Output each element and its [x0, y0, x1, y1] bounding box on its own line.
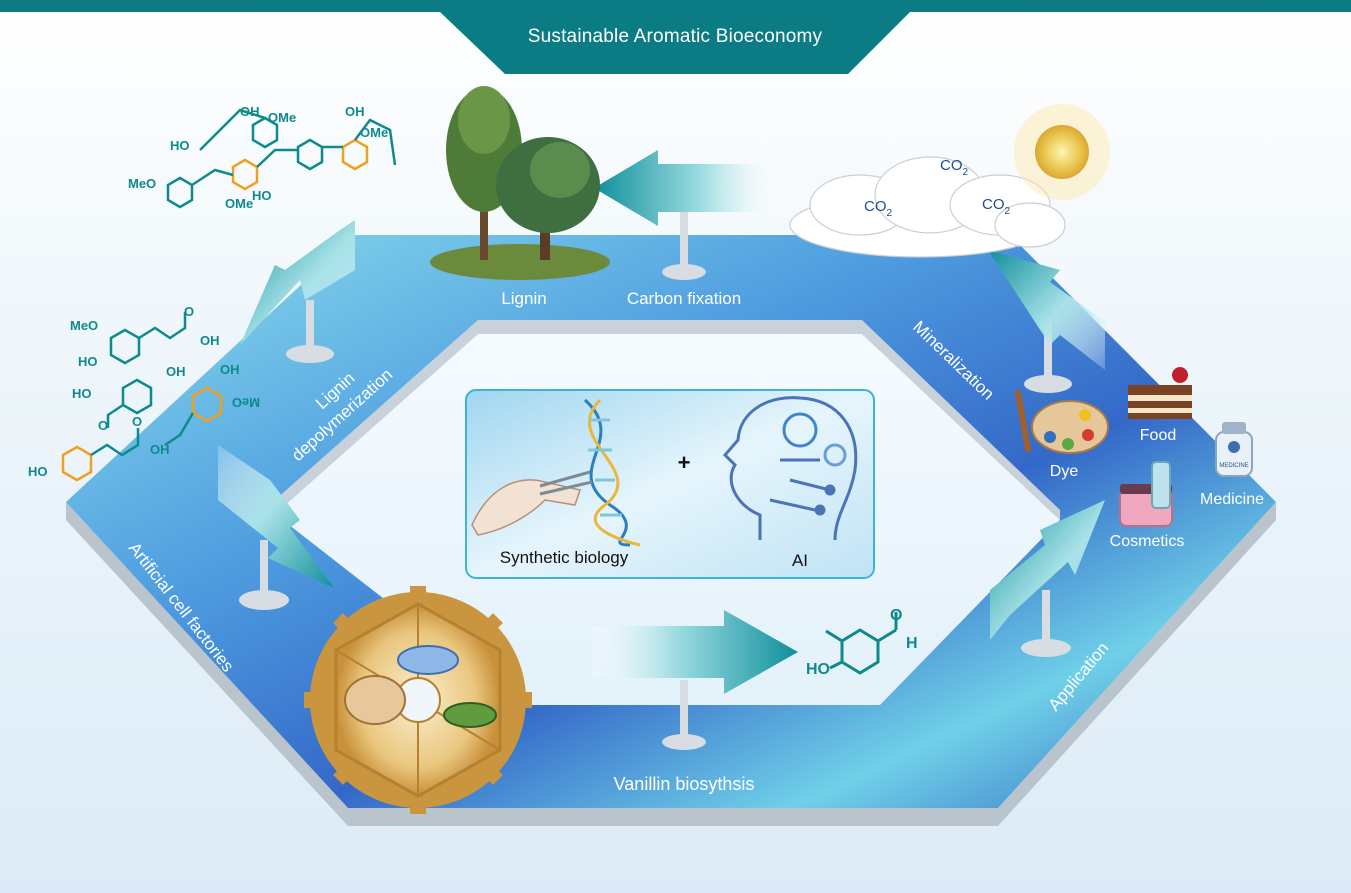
cosmetics-icon [1119, 461, 1173, 527]
monomer-meo-label: MeO [70, 318, 98, 333]
monomer-oh-label-4: OH [220, 362, 240, 377]
arrow-lignin-depolymerization [240, 220, 355, 363]
lignin-oh-label-2: OH [345, 104, 365, 119]
cake-icon [1128, 367, 1192, 419]
lignin-polymer-molecule [166, 108, 397, 209]
label-medicine: Medicine [1200, 491, 1264, 508]
monomer-o-label-1: O [184, 304, 194, 319]
label-food: Food [1140, 427, 1176, 444]
medicine-bottle-icon: MEDICINE [1215, 422, 1253, 477]
lignin-ome-label-2: OMe [360, 125, 388, 140]
lignin-ho-label-1: HO [170, 138, 190, 153]
lignin-ome-label-1: OMe [268, 110, 296, 125]
vanillin-ho-label: HO [806, 661, 830, 678]
plus-sign: + [678, 450, 691, 475]
trees-icon [430, 86, 610, 280]
monomer-o-label-2: O [98, 418, 108, 433]
arrow-carbon-fixation [594, 150, 776, 280]
label-carbon-fixation: Carbon fixation [627, 289, 741, 308]
lignin-oh-label-1: OH [240, 104, 260, 119]
sun-icon [1014, 104, 1110, 200]
vanillin-o-label: O [890, 607, 902, 624]
label-cosmetics: Cosmetics [1110, 533, 1185, 550]
palette-icon [1014, 389, 1109, 454]
arrow-application [990, 500, 1105, 657]
vanillin-h-label: H [906, 635, 918, 652]
center-panel [465, 389, 875, 579]
monomer-oh-label-2: OH [166, 364, 186, 379]
label-dye: Dye [1050, 463, 1079, 480]
co2-label-a: CO2 [940, 157, 969, 178]
cell-factory-gear-icon [304, 586, 532, 814]
monomer-ho-label-1: HO [78, 354, 98, 369]
lignin-meo-label: MeO [128, 176, 156, 191]
label-lignin: Lignin [501, 289, 546, 308]
vanillin-molecule [825, 612, 898, 675]
monomer-oh-label-3: OH [150, 442, 170, 457]
ai-head-icon [722, 396, 858, 541]
arrow-vanillin-biosynthesis [592, 610, 798, 750]
lignin-ome-label-3: OMe [225, 196, 253, 211]
cloud-icon [789, 156, 1066, 258]
co2-label-b: CO2 [864, 198, 893, 219]
top-bar [0, 0, 1351, 12]
dna-helix-icon [584, 398, 641, 547]
hand-tweezers-icon [471, 470, 593, 536]
monomer-ho-label-3: HO [28, 464, 48, 479]
co2-label-c: CO2 [982, 196, 1011, 217]
label-ai: AI [792, 551, 808, 570]
arrow-mineralization [988, 250, 1105, 393]
label-synthetic-biology: Synthetic biology [500, 548, 629, 567]
monomer-o-label-3: O [132, 414, 142, 429]
monomers-molecules [61, 312, 223, 482]
page-title: Sustainable Aromatic Bioeconomy [527, 26, 823, 47]
lignin-ho-label-2: HO [252, 188, 272, 203]
label-vanillin-biosynthesis: Vanillin biosythsis [614, 774, 755, 794]
monomer-ho-label-2: HO [72, 386, 92, 401]
monomer-meo-label-2: MeO [232, 395, 260, 410]
medicine-bottle-label: MEDICINE [1219, 463, 1248, 469]
monomer-oh-label-1: OH [200, 333, 220, 348]
arrow-cell-factories [218, 445, 334, 610]
title-banner [440, 12, 910, 74]
